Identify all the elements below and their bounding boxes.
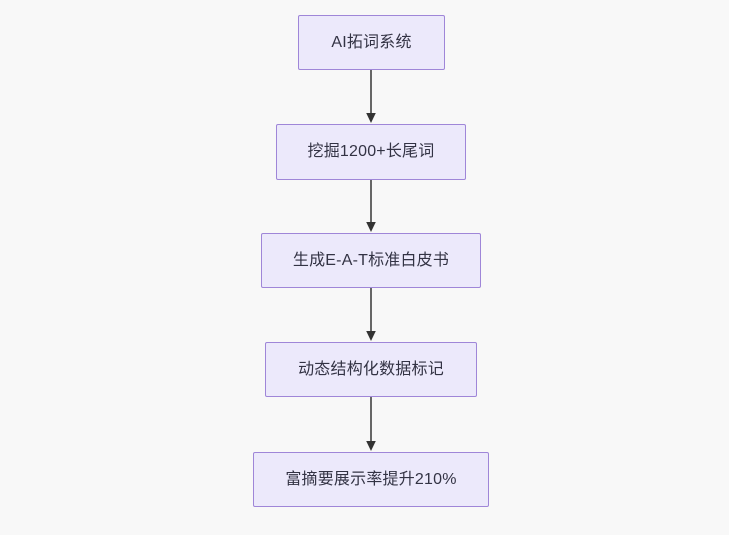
flowchart-node-rich-snippet-impression-lift[interactable]: 富摘要展示率提升210% — [253, 452, 489, 507]
flowchart-edge-arrow-4 — [362, 397, 380, 452]
flowchart-node-dynamic-structured-data-markup[interactable]: 动态结构化数据标记 — [265, 342, 477, 397]
node-label: 富摘要展示率提升210% — [285, 470, 457, 488]
flowchart-edge-arrow-1 — [362, 70, 380, 124]
flowchart-edge-arrow-3 — [362, 288, 380, 342]
node-label: AI拓词系统 — [331, 33, 412, 51]
flowchart-node-generate-eat-whitepaper[interactable]: 生成E-A-T标准白皮书 — [261, 233, 481, 288]
node-label: 生成E-A-T标准白皮书 — [292, 251, 450, 269]
node-label: 挖掘1200+长尾词 — [307, 143, 435, 161]
flowchart-node-ai-keyword-system[interactable]: AI拓词系统 — [298, 15, 445, 70]
flowchart-node-mine-longtail-keywords[interactable]: 挖掘1200+长尾词 — [276, 124, 466, 180]
flowchart-edge-arrow-2 — [362, 180, 380, 233]
node-label: 动态结构化数据标记 — [298, 360, 444, 378]
